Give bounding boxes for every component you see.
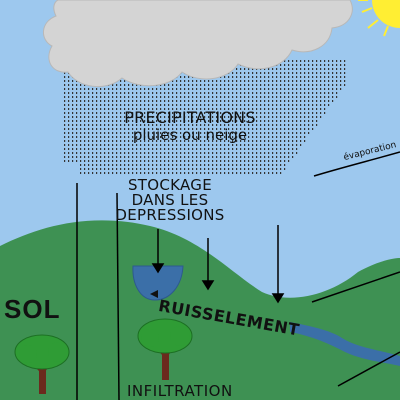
pond-rock xyxy=(150,290,158,298)
sol-label: SOL xyxy=(4,294,61,324)
ground xyxy=(0,220,400,400)
evaporation-lines xyxy=(311,151,400,387)
stockage-line-1: STOCKAGE xyxy=(127,176,213,194)
flow-arrows xyxy=(151,225,285,304)
stockage-label: STOCKAGE DANS LES DEPRESSIONS xyxy=(100,178,240,223)
depression-pond xyxy=(132,265,184,301)
precipitations-label: PRECIPITATIONS xyxy=(124,108,256,127)
tree-icon xyxy=(137,318,193,380)
rain-lines xyxy=(76,183,120,400)
infiltration-label: INFILTRATION xyxy=(127,382,233,400)
stockage-line-2: DANS LES xyxy=(131,191,209,209)
sun-icon xyxy=(358,0,400,37)
tree-icon xyxy=(14,334,70,394)
stockage-line-3: DEPRESSIONS xyxy=(115,206,225,224)
river xyxy=(290,322,400,366)
cloud-icon xyxy=(43,0,353,88)
pluies-ou-neige-label: pluies ou neige xyxy=(132,126,248,144)
